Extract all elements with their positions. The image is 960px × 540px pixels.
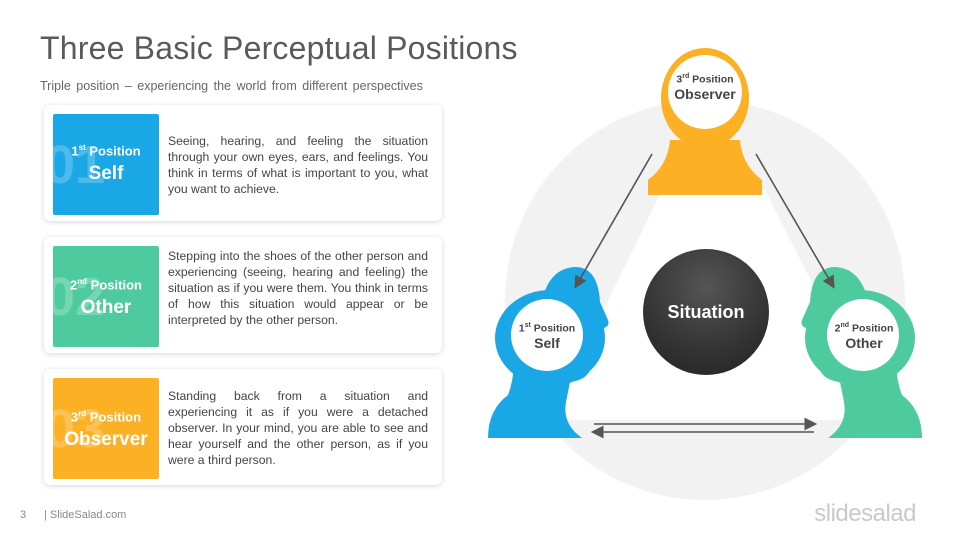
situation-circle: Situation — [643, 249, 769, 375]
observer-head-icon — [648, 48, 762, 195]
self-head-label: 1st Position Self — [502, 322, 592, 351]
footer-site-link[interactable]: | SlideSalad.com — [44, 509, 127, 521]
position-name: Self — [534, 334, 560, 351]
badge-name: Observer — [64, 429, 148, 450]
card-description: Standing back from a situation and exper… — [168, 389, 428, 467]
card-description: Seeing, hearing, and feeling the situati… — [168, 134, 428, 196]
arrow-observer-to-other — [755, 153, 835, 289]
position-label: 1st Position — [518, 322, 576, 335]
observer-head-label: 3rd Position Observer — [660, 73, 750, 102]
position-name: Other — [845, 334, 883, 351]
badge-observer: 03 3rd Position Observer — [53, 378, 159, 479]
self-head-icon — [488, 267, 609, 438]
card-self: 01 1st Position Self Seeing, hearing, an… — [44, 105, 442, 221]
position-label: 2nd Position — [834, 322, 894, 335]
brand-logo: slidesalad — [814, 500, 916, 527]
card-description: Stepping into the shoes of the other per… — [168, 249, 428, 327]
badge-number: 01 — [53, 134, 106, 195]
page-subtitle: Triple position – experiencing the world… — [40, 79, 423, 93]
other-head-icon — [801, 267, 922, 438]
card-observer: 03 3rd Position Observer Standing back f… — [44, 369, 442, 485]
badge-position: 1st Position — [71, 143, 141, 159]
badge-position: 2nd Position — [70, 277, 142, 293]
card-other: 02 2nd Position Other Stepping into the … — [44, 237, 442, 353]
arrow-observer-to-self — [574, 153, 653, 289]
page-title: Three Basic Perceptual Positions — [40, 30, 518, 66]
position-label: 3rd Position — [676, 73, 734, 86]
perceptual-positions-diagram: 3rd Position Observer 1st Position Self … — [470, 40, 960, 510]
diagram-graphics — [488, 48, 922, 500]
badge-self: 01 1st Position Self — [53, 114, 159, 215]
page-number: 3 — [20, 509, 27, 521]
badge-other: 02 2nd Position Other — [53, 246, 159, 347]
badge-number: 03 — [53, 398, 106, 459]
other-head-label: 2nd Position Other — [819, 322, 909, 351]
badge-name: Self — [88, 163, 124, 184]
position-name: Observer — [674, 85, 736, 102]
badge-number: 02 — [53, 266, 106, 327]
badge-name: Other — [80, 297, 132, 318]
badge-position: 3rd Position — [70, 409, 142, 425]
